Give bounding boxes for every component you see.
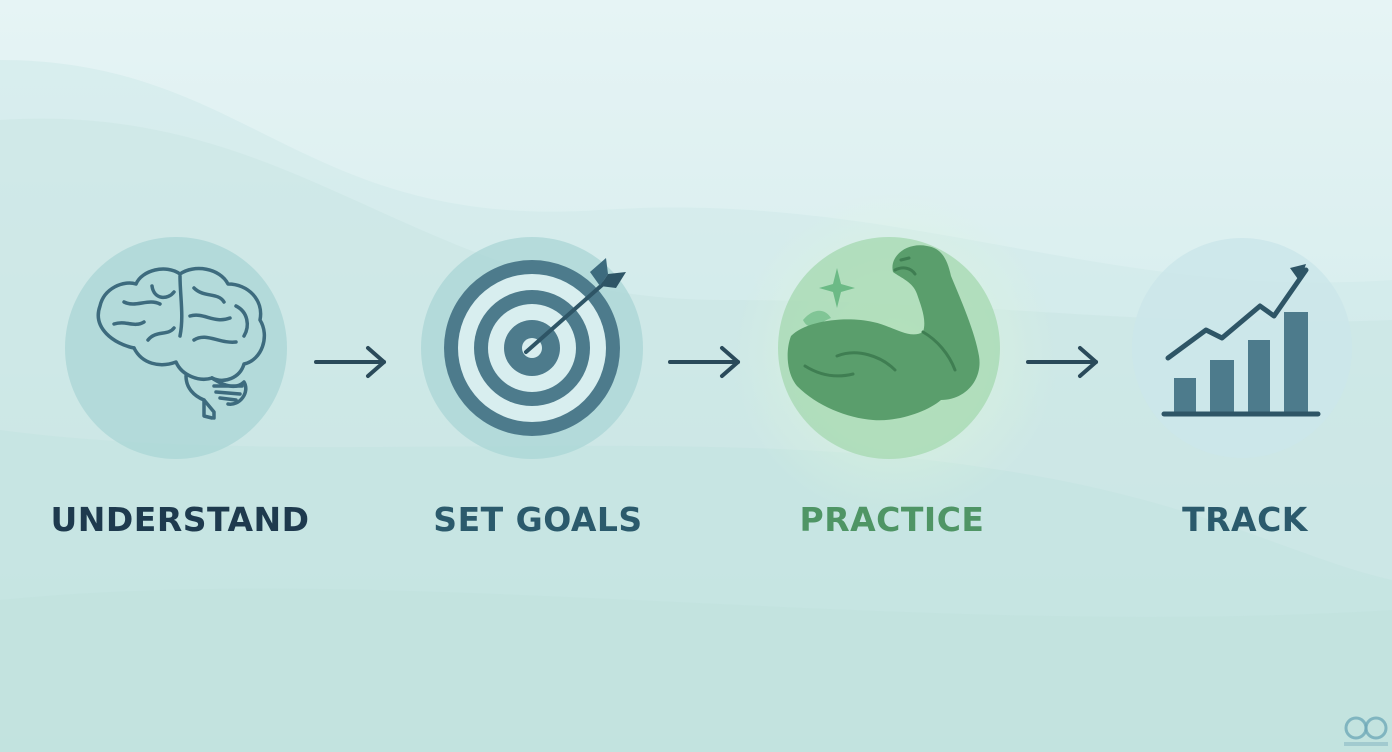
flexed-arm-icon <box>778 237 1000 459</box>
step-track <box>1130 236 1354 460</box>
step-practice <box>777 236 1001 460</box>
label-understand: UNDERSTAND <box>50 500 310 539</box>
label-practice: PRACTICE <box>799 500 985 539</box>
step-set-goals <box>420 236 644 460</box>
brain-icon <box>65 237 287 459</box>
label-track: TRACK <box>1182 500 1308 539</box>
rising-bar-chart-icon <box>1132 238 1352 458</box>
label-set-goals: SET GOALS <box>433 500 643 539</box>
arrow-in-target <box>524 258 626 354</box>
target-icon <box>421 237 643 459</box>
arrow-understand-to-goals <box>314 346 386 378</box>
arrow-goals-to-practice <box>668 346 740 378</box>
sparkle-icon <box>819 268 855 308</box>
arrow-practice-to-track <box>1026 346 1098 378</box>
watermark-logo-icon <box>1344 716 1388 746</box>
step-understand <box>64 236 288 460</box>
